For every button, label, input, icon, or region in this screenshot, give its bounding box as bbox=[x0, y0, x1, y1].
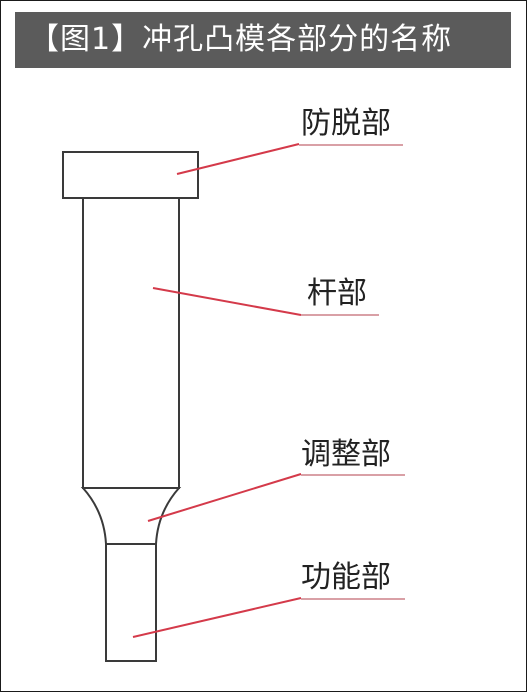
function-tip-shape bbox=[105, 543, 157, 662]
function-leader-line bbox=[132, 597, 302, 638]
shank-shape bbox=[82, 197, 180, 489]
adjust-leader-line bbox=[147, 473, 302, 522]
adjust-label-underline bbox=[301, 474, 405, 476]
shank-label-underline bbox=[301, 314, 379, 316]
stripper-head-shape bbox=[62, 151, 199, 199]
stripper-label-underline bbox=[299, 144, 403, 146]
stripper-leader-line bbox=[176, 143, 300, 175]
figure-title: 【图1】冲孔凸模各部分的名称 bbox=[15, 12, 511, 68]
shank-leader-line bbox=[152, 287, 302, 316]
stripper-part-label: 防脱部 bbox=[301, 106, 391, 141]
adjust-part-label: 调整部 bbox=[301, 437, 391, 472]
function-label-underline bbox=[301, 598, 405, 600]
function-part-label: 功能部 bbox=[301, 560, 391, 595]
shank-part-label: 杆部 bbox=[307, 276, 367, 311]
